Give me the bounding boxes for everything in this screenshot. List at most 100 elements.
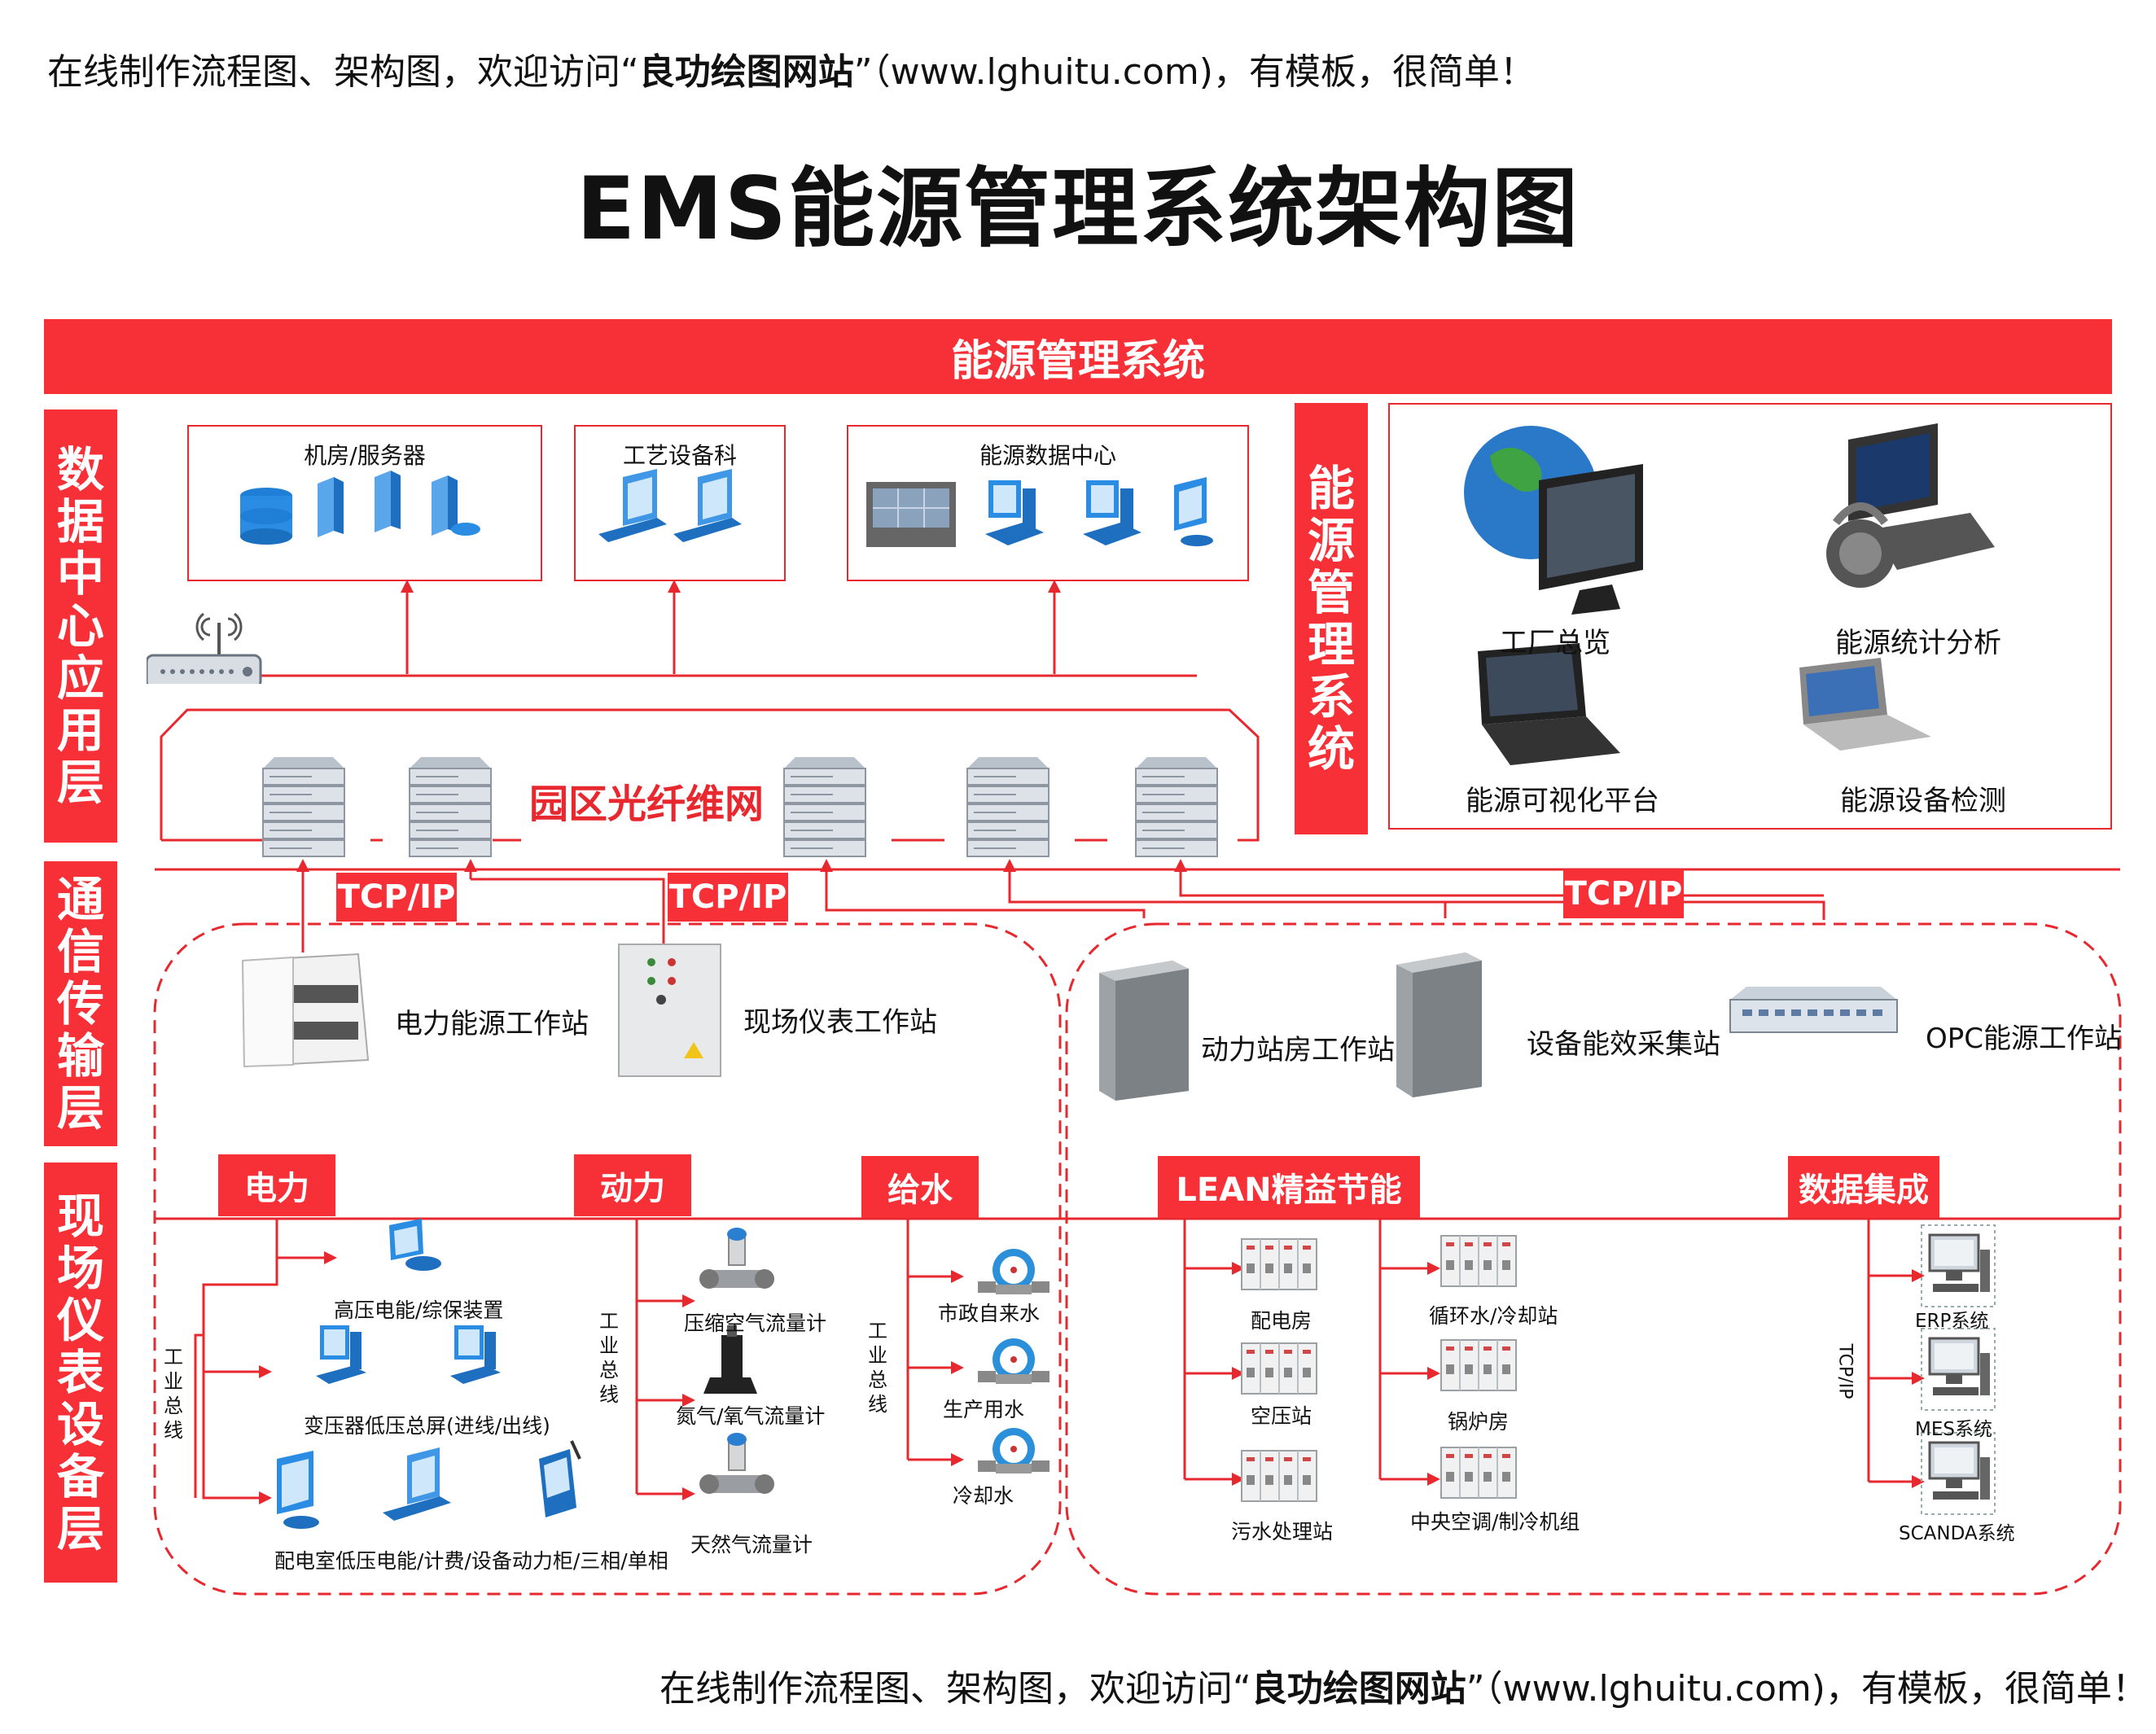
monitor-icon	[1174, 477, 1213, 546]
water-item-production: 生产用水	[943, 1398, 1025, 1421]
laptop-icon	[1799, 658, 1931, 751]
fiber-network-label: 园区光纤维网	[529, 782, 765, 827]
integration-item-mes: MES系统	[1915, 1419, 1992, 1440]
transformer-screen-icon	[450, 1325, 501, 1384]
top-bar-label: 能源管理系统	[950, 336, 1205, 386]
ems-module-3[interactable]: 能源可视化平台	[1466, 785, 1659, 817]
banner-prefix: 在线制作流程图、架构图，欢迎访问“	[660, 1668, 1251, 1710]
layer-data-center-label: 数据中心应用层	[56, 442, 104, 810]
layer-comm: 通信传输层	[44, 861, 117, 1146]
layer-comm-label: 通信传输层	[56, 872, 104, 1136]
computer-icon	[1920, 1431, 1996, 1516]
ems-module-2[interactable]: 能源统计分析	[1835, 627, 2001, 659]
water-meter-icon	[978, 1338, 1050, 1384]
lean-item-distribution-room: 配电房	[1251, 1309, 1312, 1333]
switchgear-icon	[1241, 1238, 1317, 1290]
banner-brand[interactable]: 良功绘图网站	[1251, 1668, 1466, 1710]
category-lean[interactable]: LEAN精益节能	[1158, 1156, 1420, 1218]
layer-field-label: 现场仪表设备层	[56, 1189, 104, 1557]
category-integration[interactable]: 数据集成	[1788, 1156, 1939, 1218]
water-meter-icon	[978, 1428, 1050, 1473]
tcpip-tag: TCP/IP	[1563, 869, 1684, 918]
box-energy-dc-title: 能源数据中心	[979, 442, 1116, 469]
lv-laptop-icon	[383, 1447, 451, 1521]
database-icon	[240, 488, 292, 545]
box-energy-dc: 能源数据中心	[847, 425, 1249, 581]
computer-icon	[1920, 1327, 1996, 1412]
transformer-screen-icon	[316, 1325, 366, 1384]
power-item-lv: 配电室低压电能/计费/设备动力柜/三相/单相	[274, 1549, 668, 1573]
integration-item-scanda: SCANDA系统	[1899, 1523, 2015, 1544]
top-banner: 在线制作流程图、架构图，欢迎访问“良功绘图网站”（www.lghuitu.com…	[47, 42, 1536, 94]
workstation-efficiency[interactable]: 设备能效采集站	[1527, 1028, 1720, 1061]
industrial-bus-label: 工业总线	[599, 1310, 619, 1406]
tcpip-tag: TCP/IP	[668, 873, 788, 922]
tablet-laptop-icon	[1478, 643, 1620, 765]
switchgear-icon	[1440, 1339, 1517, 1391]
ems-module-4[interactable]: 能源设备检测	[1840, 785, 2006, 817]
integration-item-erp: ERP系统	[1915, 1311, 1989, 1332]
laptop-icon	[598, 469, 667, 542]
dynamic-item-natural-gas: 天然气流量计	[690, 1533, 813, 1557]
lean-item-boiler-room: 锅炉房	[1448, 1410, 1510, 1434]
video-wall-icon	[866, 482, 956, 547]
top-bar-ems: 能源管理系统	[44, 319, 2112, 394]
workstation-icon	[985, 480, 1044, 545]
switchgear-icon	[1241, 1342, 1317, 1395]
instrument-cabinet-icon	[618, 944, 721, 1077]
water-item-cooling: 冷却水	[953, 1484, 1014, 1508]
layer-ems-side: 能源管理系统	[1295, 403, 1368, 834]
steel-cabinet-icon	[1099, 961, 1189, 1101]
water-meter-icon	[978, 1249, 1050, 1294]
category-dynamic[interactable]: 动力	[574, 1154, 691, 1216]
category-power[interactable]: 电力	[218, 1154, 335, 1216]
ems-module-1[interactable]: 工厂总览	[1500, 627, 1610, 659]
workstation-power[interactable]: 电力能源工作站	[395, 1008, 589, 1040]
workstation-field-instrument[interactable]: 现场仪表工作站	[743, 1006, 937, 1039]
lean-item-circulating-water: 循环水/冷却站	[1429, 1304, 1558, 1328]
page-title: EMS能源管理系统架构图	[576, 159, 1580, 259]
hv-meter-icon	[389, 1219, 441, 1271]
flowmeter-icon	[699, 1227, 775, 1290]
globe-monitor-icon	[1464, 426, 1643, 615]
switchgear-icon	[1440, 1447, 1517, 1499]
box-server-room: 机房/服务器	[187, 425, 542, 581]
router-icon	[147, 612, 262, 684]
pda-icon	[539, 1440, 581, 1517]
network-switch-icon	[1729, 987, 1898, 1033]
dynamic-item-nitrogen-oxygen: 氮气/氧气流量计	[676, 1404, 826, 1428]
category-water[interactable]: 给水	[861, 1156, 979, 1218]
power-item-transformer: 变压器低压总屏(进线/出线)	[304, 1414, 550, 1438]
workstation-icon	[1083, 480, 1142, 545]
server-tower-icon	[318, 477, 344, 537]
banner-suffix: ”（www.lghuitu.com)，有模板，很简单！	[853, 51, 1536, 93]
water-item-municipal: 市政自来水	[938, 1302, 1041, 1325]
steel-cabinet-icon	[1396, 952, 1482, 1097]
banner-brand[interactable]: 良功绘图网站	[638, 51, 854, 93]
box-process-dept: 工艺设备科	[574, 425, 786, 581]
lean-item-hvac: 中央空调/制冷机组	[1410, 1510, 1580, 1534]
banner-prefix: 在线制作流程图、架构图，欢迎访问“	[47, 51, 639, 93]
workstation-opc[interactable]: OPC能源工作站	[1926, 1022, 2123, 1055]
laptop-icon	[673, 469, 742, 542]
workstation-power-station[interactable]: 动力站房工作站	[1201, 1034, 1395, 1066]
flowmeter-icon	[703, 1325, 757, 1394]
distribution-cabinet-icon	[241, 952, 370, 1068]
locked-computer-icon	[1826, 423, 1995, 588]
switchgear-icon	[1241, 1450, 1317, 1502]
server-tower-icon	[375, 471, 401, 532]
tcpip-tag: TCP/IP	[336, 873, 457, 922]
computer-icon	[1920, 1224, 1996, 1308]
box-server-room-title: 机房/服务器	[304, 442, 426, 469]
box-process-dept-title: 工艺设备科	[622, 442, 737, 469]
layer-data-center: 数据中心应用层	[44, 409, 117, 843]
bottom-banner: 在线制作流程图、架构图，欢迎访问“良功绘图网站”（www.lghuitu.com…	[660, 1659, 2148, 1711]
dynamic-item-compressed-air: 压缩空气流量计	[684, 1311, 827, 1335]
server-disk-icon	[432, 475, 480, 536]
layer-field: 现场仪表设备层	[44, 1163, 117, 1583]
